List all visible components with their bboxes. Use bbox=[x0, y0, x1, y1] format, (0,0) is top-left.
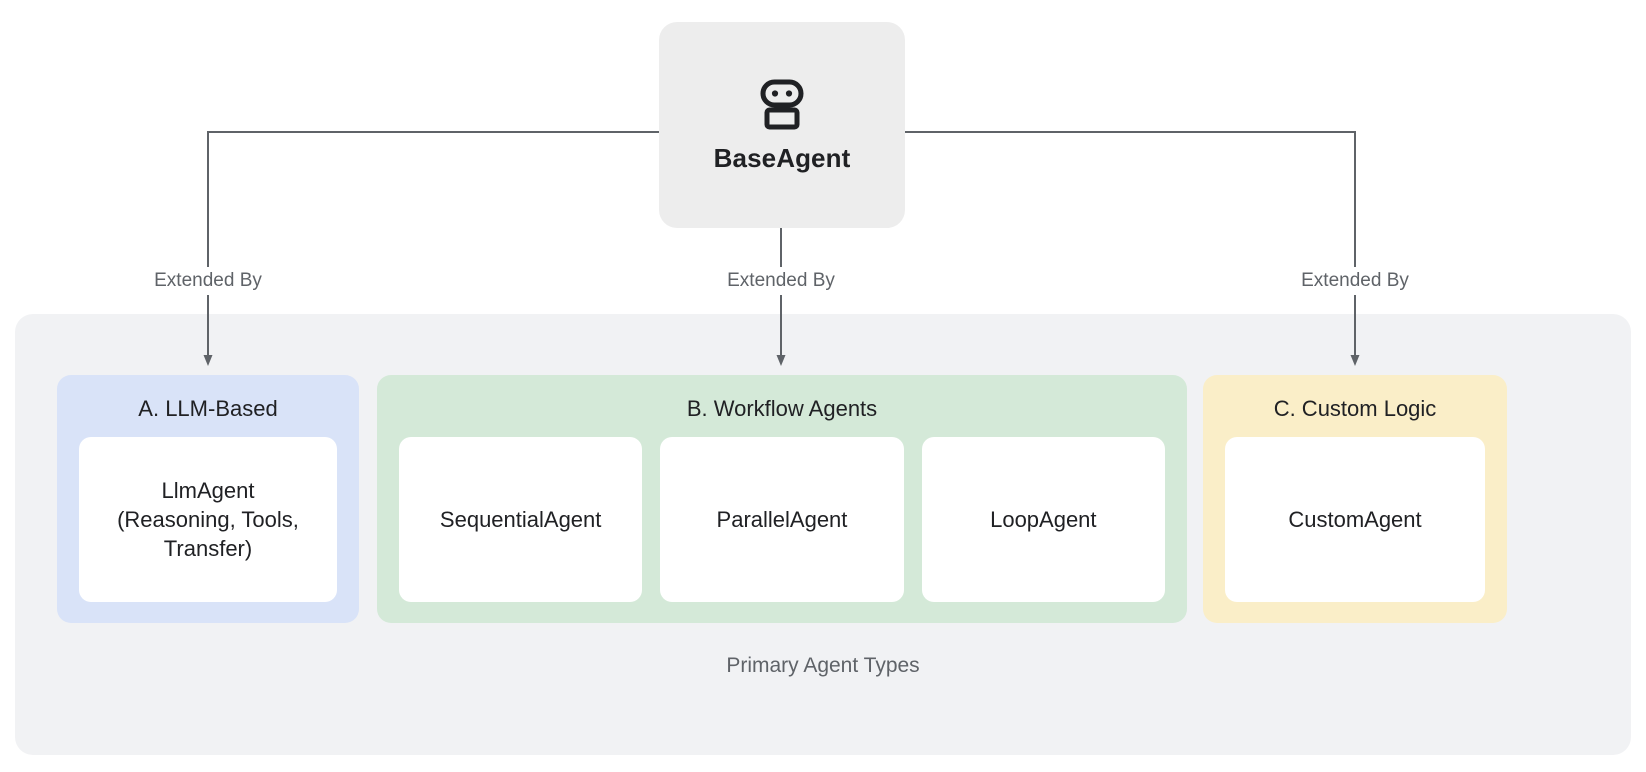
agent-card-llmagent[interactable]: LlmAgent (Reasoning, Tools, Transfer) bbox=[79, 437, 337, 602]
panel-cards-llm-based: LlmAgent (Reasoning, Tools, Transfer) bbox=[57, 437, 359, 602]
agent-card-customagent[interactable]: CustomAgent bbox=[1225, 437, 1485, 602]
robot-icon bbox=[754, 77, 810, 133]
edge-label-extended-by-workflow-agents: Extended By bbox=[720, 267, 842, 295]
primary-agent-types-group: A. LLM-Based LlmAgent (Reasoning, Tools,… bbox=[15, 314, 1631, 755]
panel-llm-based[interactable]: A. LLM-Based LlmAgent (Reasoning, Tools,… bbox=[57, 375, 359, 623]
panel-title-custom-logic: C. Custom Logic bbox=[1273, 396, 1437, 421]
node-base-agent[interactable]: BaseAgent bbox=[659, 22, 905, 228]
agent-card-sequentialagent[interactable]: SequentialAgent bbox=[399, 437, 643, 602]
panel-custom-logic[interactable]: C. Custom Logic CustomAgent bbox=[1203, 375, 1507, 623]
panel-workflow-agents[interactable]: B. Workflow Agents SequentialAgent Paral… bbox=[377, 375, 1187, 623]
panel-cards-workflow-agents: SequentialAgent ParallelAgent LoopAgent bbox=[377, 437, 1187, 602]
edge-label-extended-by-custom-logic: Extended By bbox=[1294, 267, 1416, 295]
node-base-agent-label: BaseAgent bbox=[713, 142, 851, 173]
agent-card-loopagent[interactable]: LoopAgent bbox=[921, 437, 1165, 602]
group-caption-primary-agent-types: Primary Agent Types bbox=[726, 654, 920, 677]
panel-cards-custom-logic: CustomAgent bbox=[1203, 437, 1507, 602]
edge-label-extended-by-llm-based: Extended By bbox=[147, 267, 269, 295]
panel-title-llm-based: A. LLM-Based bbox=[138, 396, 278, 421]
agent-card-parallelagent[interactable]: ParallelAgent bbox=[660, 437, 904, 602]
panel-title-workflow-agents: B. Workflow Agents bbox=[686, 396, 878, 421]
